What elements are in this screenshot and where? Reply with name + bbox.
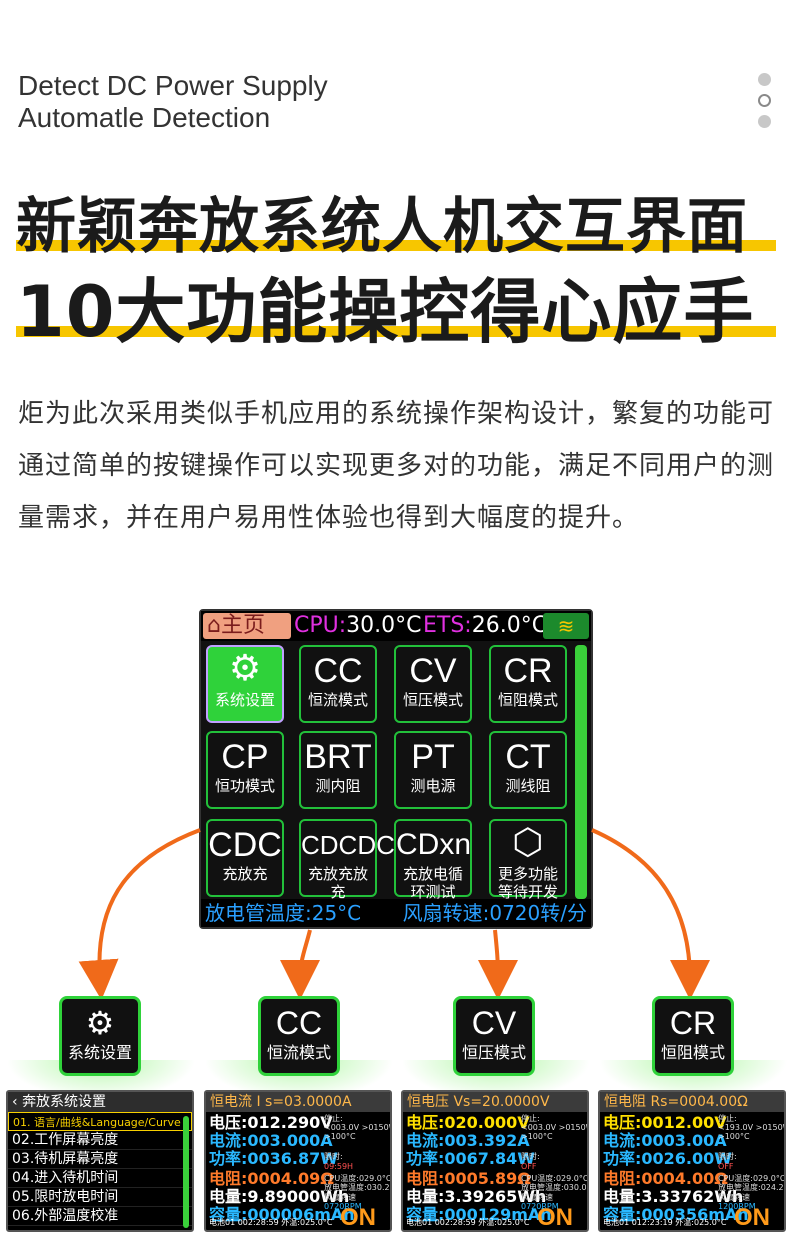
tile-cdcdc[interactable]: CDCDC 充放充放充: [299, 819, 395, 901]
tile-ct[interactable]: CT 测线阻: [489, 731, 567, 809]
tile-pt[interactable]: PT 测电源: [394, 731, 472, 809]
mode-button-cv[interactable]: CV 恒压模式: [453, 996, 535, 1076]
voltage-reading: 电压:012.290V: [209, 1113, 333, 1132]
header-line-2: Automatle Detection: [18, 102, 271, 133]
tile-system-settings[interactable]: ⚙ 系统设置: [206, 645, 284, 723]
resistance-reading: 电阻:0004.00Ω: [603, 1169, 728, 1188]
menu-item-discharge-time[interactable]: 05.限时放电时间: [8, 1188, 192, 1207]
cr-mode-screen: 恒电阻 Rs=0004.00Ω 电压:0012.00V 电流:0003.00A …: [598, 1090, 786, 1232]
resistance-reading: 电阻:0004.09Ω: [209, 1169, 334, 1188]
energy-reading: 电量:3.33762Wh: [603, 1187, 744, 1206]
fan-speed: 风扇转速:0720转/分: [402, 901, 587, 925]
resistance-reading: 电阻:0005.89Ω: [406, 1169, 531, 1188]
headline-1: 新颖奔放系统人机交互界面: [16, 192, 748, 262]
cv-mode-screen: 恒电压 Vs=20.0000V 电压:020.000V 电流:003.392A …: [401, 1090, 589, 1232]
output-state[interactable]: ON: [340, 1204, 376, 1231]
tile-cc[interactable]: CC 恒流模式: [299, 645, 377, 723]
menu-item-temp-calibration[interactable]: 06.外部温度校准: [8, 1207, 192, 1226]
tile-cdxn[interactable]: CDxn 充放电循环测试: [394, 819, 472, 901]
headline-underline-2: [16, 326, 776, 337]
tile-cdc[interactable]: CDC 充放充: [206, 819, 284, 897]
output-state[interactable]: ON: [734, 1204, 770, 1231]
mode-button-cr[interactable]: CR 恒阻模式: [652, 996, 734, 1076]
voltage-reading: 电压:0012.00V: [603, 1113, 727, 1132]
flow-arrows: [78, 828, 710, 1000]
tile-brt[interactable]: BRT 测内阻: [299, 731, 377, 809]
cv-title: 恒电压 Vs=20.0000V: [403, 1092, 587, 1112]
settings-menu-screen: ‹ 奔放系统设置 01. 语言/曲线&Language/Curve 02.工作屏…: [6, 1090, 194, 1232]
gear-icon: ⚙: [228, 648, 262, 689]
headline-2: 10大功能操控得心应手: [16, 271, 755, 353]
energy-reading: 电量:9.89000Wh: [209, 1187, 350, 1206]
menu-item-standby-time[interactable]: 04.进入待机时间: [8, 1169, 192, 1188]
arrow-to-cr: [591, 828, 710, 1000]
menu-item-standby-brightness[interactable]: 03.待机屏幕亮度: [8, 1150, 192, 1169]
mode-button-cc[interactable]: CC 恒流模式: [258, 996, 340, 1076]
cc-mode-screen: 恒电流 I s=03.0000A 电压:012.290V 电流:003.000A…: [204, 1090, 392, 1232]
current-reading: 电流:003.392A: [406, 1131, 530, 1150]
capacity-reading: 容量:000129mAh: [406, 1205, 552, 1224]
settings-menu-title: ‹ 奔放系统设置: [8, 1092, 192, 1112]
tile-more[interactable]: ⬡ 更多功能等待开发: [489, 819, 567, 901]
home-button[interactable]: ⌂主页: [203, 613, 291, 639]
menu-dots-icon[interactable]: [756, 73, 772, 136]
arrow-to-settings: [78, 828, 201, 1000]
energy-reading: 电量:3.39265Wh: [406, 1187, 547, 1206]
current-reading: 电流:0003.00A: [603, 1131, 727, 1150]
cpu-temp: CPU:30.0°C: [294, 613, 422, 638]
tube-temperature: 放电管温度:25°C: [205, 901, 362, 925]
gear-icon: ⚙: [85, 1005, 115, 1041]
mode-button-settings[interactable]: ⚙ 系统设置: [59, 996, 141, 1076]
menu-item-language[interactable]: 01. 语言/曲线&Language/Curve: [8, 1112, 192, 1131]
wifi-icon: ≋: [543, 613, 589, 639]
device-bottom-bar: 放电管温度:25°C 风扇转速:0720转/分: [201, 899, 591, 927]
power-reading: 功率:0036.87W: [209, 1149, 338, 1168]
cr-title: 恒电阻 Rs=0004.00Ω: [600, 1092, 784, 1112]
arrow-to-cv: [477, 929, 518, 1000]
ets-temp: ETS:26.0°C: [423, 613, 548, 638]
header-text: Detect DC Power Supply Automatle Detecti…: [18, 70, 328, 134]
device-main-screen: ⌂主页 CPU:30.0°C ETS:26.0°C ≋ ⚙ 系统设置 CC 恒流…: [199, 609, 593, 929]
description-paragraph: 炬为此次采用类似手机应用的系统操作架构设计，繁复的功能可通过简单的按键操作可以实…: [18, 399, 775, 533]
cc-title: 恒电流 I s=03.0000A: [206, 1092, 390, 1112]
menu-item-work-brightness[interactable]: 02.工作屏幕亮度: [8, 1131, 192, 1150]
hex-nut-icon: ⬡: [512, 822, 544, 863]
voltage-reading: 电压:020.000V: [406, 1113, 530, 1132]
output-state[interactable]: ON: [537, 1204, 573, 1231]
home-label: 主页: [220, 613, 265, 638]
tile-cr[interactable]: CR 恒阻模式: [489, 645, 567, 723]
tile-cv[interactable]: CV 恒压模式: [394, 645, 472, 723]
power-reading: 功率:0067.84W: [406, 1149, 535, 1168]
capacity-reading: 容量:000356mAh: [603, 1205, 749, 1224]
status-bar: ⌂主页 CPU:30.0°C ETS:26.0°C ≋: [201, 611, 591, 641]
capacity-reading: 容量:000006mAh: [209, 1205, 355, 1224]
power-reading: 功率:0026.00W: [603, 1149, 732, 1168]
tile-cp[interactable]: CP 恒功模式: [206, 731, 284, 809]
header-line-1: Detect DC Power Supply: [18, 70, 328, 101]
arrow-to-cc: [280, 929, 321, 1000]
headline-underline-1: [16, 240, 776, 251]
scrollbar[interactable]: [575, 645, 587, 899]
menu-scrollbar[interactable]: [183, 1116, 189, 1228]
current-reading: 电流:003.000A: [209, 1131, 333, 1150]
